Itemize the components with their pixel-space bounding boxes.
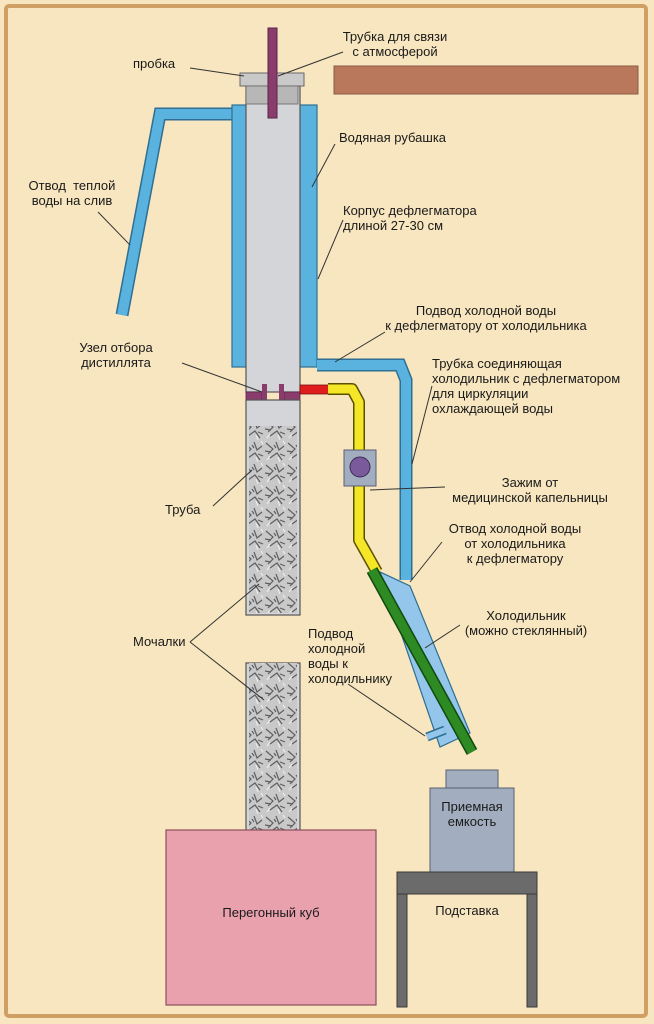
lower-packing [249,663,297,831]
label-cold-water-inlet-cooler: Подвод холодной воды к холодильнику [308,626,392,686]
label-warm-water-outlet: Отвод теплой воды на слив [28,178,116,208]
stand-top [396,871,538,895]
leader-lines [97,51,461,737]
label-vent-tube: Трубка для связи с атмосферой [342,29,448,59]
label-cooler: Холодильник (можно стеклянный) [464,608,588,638]
label-water-jacket: Водяная рубашка [339,130,447,145]
label-pipe: Труба [165,502,201,517]
label-medical-clamp: Зажим от медицинской капельницы [452,475,608,505]
distillation-cube [165,829,377,1006]
label-distillate-node: Узел отбора дистиллята [79,340,153,370]
label-scrubbers: Мочалки [133,634,186,649]
label-distillation-cube: Перегонный куб [222,905,320,920]
label-cold-water-outlet: Отвод холодной воды от холодильника к де… [448,521,582,566]
stand-leg-left [396,893,408,1008]
label-stand: Подставка [435,903,499,918]
upper-packing [249,426,297,613]
dephlegmator-tube [245,85,301,393]
label-connecting-tube: Трубка соединяющая холодильник с дефлегм… [432,356,621,416]
label-cold-water-inlet-dephlegmator: Подвод холодной воды к дефлегматору от х… [385,303,587,333]
frame [4,4,648,1018]
shelf [333,65,639,95]
tank-lid [445,769,499,791]
clamp-wheel [349,456,371,478]
vent-tube [267,27,278,119]
red-outlet [299,384,331,395]
stand-leg-right [526,893,538,1008]
label-plug: пробка [133,56,176,71]
receiving-tank [429,787,515,873]
label-dephlegmator-body: Корпус дефлегматора длиной 27-30 см [343,203,477,233]
label-receiving-tank: Приемная емкость [441,799,503,829]
